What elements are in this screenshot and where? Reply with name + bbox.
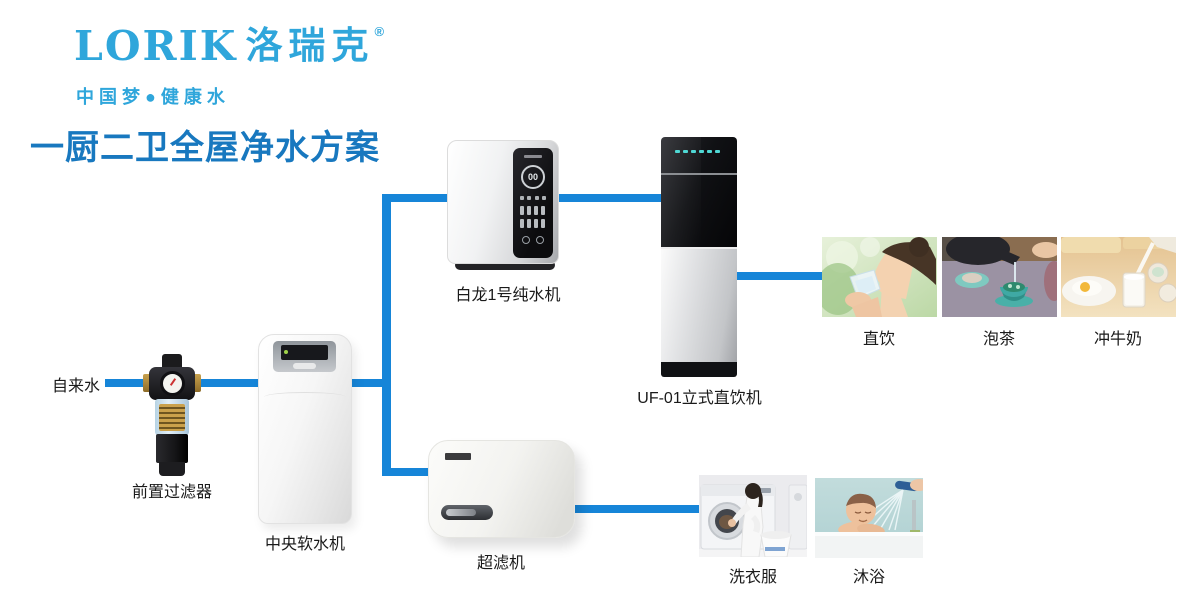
softener-display	[281, 345, 328, 360]
photo-drink	[822, 237, 937, 317]
usage-bath-label: 沐浴	[852, 569, 885, 586]
usage-tea-label: 泡茶	[982, 331, 1015, 348]
purifier-control-panel: 00	[513, 148, 553, 258]
usage-drink-label: 直饮	[862, 331, 895, 348]
logo-chinese-text: 洛瑞克	[245, 25, 375, 66]
pressure-gauge-icon	[160, 371, 185, 396]
prefilter-label: 前置过滤器	[131, 484, 212, 501]
purifier-device: 00	[447, 140, 559, 270]
photo-bath	[815, 478, 923, 558]
purifier-round-buttons	[522, 236, 544, 244]
photo-milk	[1061, 237, 1176, 317]
dispenser-separator	[661, 173, 737, 175]
pipe-dispenser-out	[735, 272, 823, 280]
source-label: 自来水	[51, 378, 100, 395]
brand-tagline: 中 国 梦 ● 健 康 水	[76, 87, 225, 107]
softener-button	[293, 363, 316, 369]
prefilter-inlet-fitting	[143, 374, 152, 392]
pipe-main	[105, 379, 383, 387]
dispenser-base	[661, 362, 737, 377]
prefilter-top-cap	[162, 354, 182, 369]
ultrafilter-label: 超滤机	[476, 555, 525, 572]
prefilter-outlet-fitting	[192, 374, 201, 392]
usage-milk-label: 冲牛奶	[1093, 331, 1142, 348]
ultrafilter-handle-inner	[446, 509, 476, 516]
photo-tea	[942, 237, 1057, 317]
brand-logo: LORIK 洛瑞克 ®	[74, 22, 385, 70]
gauge-needle	[169, 378, 177, 386]
purifier-display: 00	[521, 165, 545, 189]
pipe-bottom-branch	[382, 468, 434, 476]
softener-label: 中央软水机	[264, 536, 345, 553]
prefilter-clear-housing	[155, 399, 189, 435]
dispenser-label: UF-01立式直饮机	[637, 390, 762, 407]
dispenser-gloss	[661, 137, 701, 247]
registered-mark: ®	[374, 24, 385, 39]
photo-laundry	[699, 475, 807, 557]
softener-seam	[264, 392, 346, 402]
usage-laundry-label: 洗衣服	[728, 569, 777, 586]
softener-device	[258, 334, 352, 524]
page-title: 一厨二卫全屋净水方案	[30, 129, 380, 167]
softener-control-panel	[273, 341, 336, 372]
dispenser-display-segments	[675, 150, 723, 153]
ultrafilter-device	[428, 440, 575, 538]
prefilter-mesh	[159, 404, 185, 431]
prefilter-bottom-cap	[159, 462, 185, 476]
pipe-vertical	[382, 194, 391, 476]
pipe-ultrafilter-out	[573, 505, 701, 513]
ultrafilter-handle	[441, 505, 493, 520]
dispenser-device	[661, 137, 737, 377]
softener-status-led	[284, 350, 288, 354]
prefilter-device	[143, 354, 201, 476]
purifier-indicator-grid	[520, 206, 546, 230]
prefilter-lower-body	[156, 434, 188, 463]
purifier-base	[455, 260, 555, 270]
logo-latin-text: LORIK	[74, 22, 238, 70]
dispenser-mid-section	[661, 247, 737, 362]
purifier-button-row	[520, 196, 546, 200]
purifier-panel-logo	[524, 155, 542, 158]
purifier-label: 白龙1号纯水机	[455, 287, 561, 304]
ultrafilter-logo	[445, 453, 471, 460]
dispenser-top-section	[661, 137, 737, 247]
